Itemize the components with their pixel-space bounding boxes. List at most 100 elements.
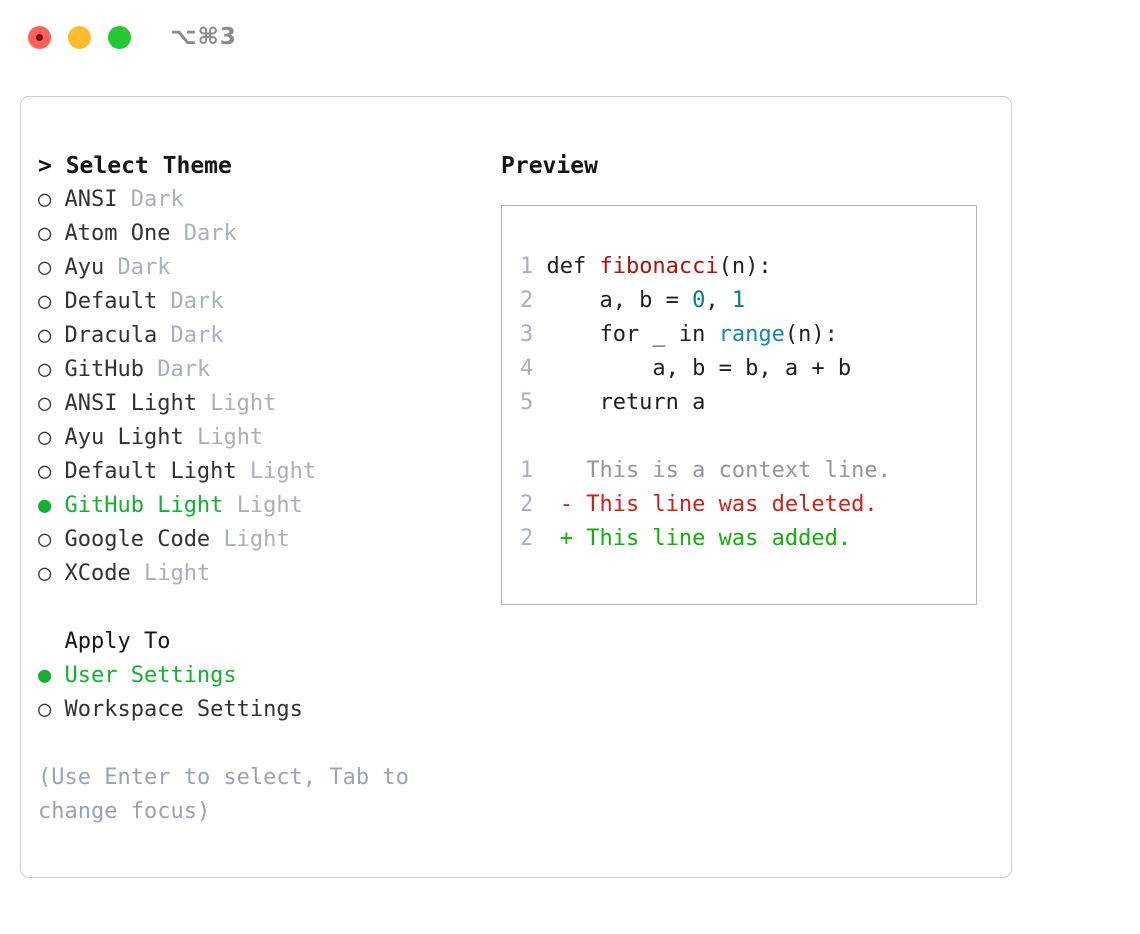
code-token: def — [546, 254, 600, 279]
code-token: 0 — [692, 288, 706, 313]
theme-mode-tag: Dark — [170, 289, 224, 314]
line-number: 1 — [520, 458, 534, 483]
diff-line: 2 + This line was added. — [502, 522, 976, 556]
keyboard-shortcut-label: ⌥⌘3 — [170, 24, 237, 50]
code-token: - This line was deleted. — [546, 492, 878, 517]
theme-option-row[interactable]: ○ XCode Light — [38, 557, 488, 591]
theme-option-row[interactable]: ○ Atom One Dark — [38, 217, 488, 251]
theme-selection-column: > Select Theme ○ ANSI Dark○ Atom One Dar… — [38, 149, 488, 829]
radio-unselected-icon: ○ — [38, 459, 52, 484]
apply-to-list[interactable]: ● User Settings○ Workspace Settings — [38, 659, 488, 727]
code-token: for _ in — [546, 322, 719, 347]
radio-unselected-icon: ○ — [38, 527, 52, 552]
theme-option-label: Atom One — [64, 221, 171, 246]
code-token: fibonacci — [599, 254, 719, 279]
maximize-window-button[interactable] — [108, 26, 131, 49]
theme-option-label: ANSI Light — [64, 391, 197, 416]
theme-option-row[interactable]: ○ ANSI Dark — [38, 183, 488, 217]
close-window-button[interactable] — [28, 26, 51, 49]
theme-option-label: Google Code — [64, 527, 211, 552]
code-token: range — [718, 322, 785, 347]
theme-option-label: Ayu Light — [64, 425, 184, 450]
theme-mode-tag: Light — [236, 493, 303, 518]
help-hint-text: (Use Enter to select, Tab to change focu… — [38, 765, 409, 824]
theme-option-row[interactable]: ○ ANSI Light Light — [38, 387, 488, 421]
line-number: 2 — [520, 288, 534, 313]
theme-mode-tag: Dark — [183, 221, 237, 246]
apply-to-option-label: Workspace Settings — [64, 697, 303, 722]
radio-unselected-icon: ○ — [38, 255, 52, 280]
apply-to-option-row[interactable]: ○ Workspace Settings — [38, 693, 488, 727]
theme-list[interactable]: ○ ANSI Dark○ Atom One Dark○ Ayu Dark○ De… — [38, 183, 488, 591]
code-token: + This line was added. — [546, 526, 852, 551]
code-token: , — [705, 288, 732, 313]
theme-option-label: Ayu — [64, 255, 105, 280]
line-number: 4 — [520, 356, 534, 381]
theme-option-row[interactable]: ○ Ayu Light Light — [38, 421, 488, 455]
theme-option-label: Default — [64, 289, 158, 314]
preview-header: Preview — [501, 153, 598, 179]
theme-option-label: Dracula — [64, 323, 158, 348]
radio-unselected-icon: ○ — [38, 187, 52, 212]
minimize-window-button[interactable] — [68, 26, 91, 49]
theme-mode-tag: Light — [249, 459, 317, 484]
theme-mode-tag: Light — [196, 425, 264, 450]
code-token: (n): — [718, 254, 772, 279]
theme-option-row[interactable]: ○ Ayu Dark — [38, 251, 488, 285]
theme-mode-tag: Dark — [170, 323, 224, 348]
radio-selected-icon: ● — [38, 493, 52, 518]
theme-mode-tag: Light — [143, 561, 211, 586]
apply-to-header: Apply To — [38, 629, 171, 654]
theme-mode-tag: Dark — [117, 255, 171, 280]
theme-mode-tag: Dark — [157, 357, 211, 382]
radio-unselected-icon: ○ — [38, 425, 52, 450]
code-token: 1 — [731, 288, 746, 313]
code-line: 5 return a — [502, 386, 976, 420]
theme-option-row[interactable]: ○ GitHub Dark — [38, 353, 488, 387]
radio-unselected-icon: ○ — [38, 357, 52, 382]
main-panel: > Select Theme ○ ANSI Dark○ Atom One Dar… — [20, 96, 1012, 878]
theme-option-label: GitHub — [64, 357, 144, 382]
line-number: 5 — [520, 390, 534, 415]
code-line: 2 a, b = 0, 1 — [502, 284, 976, 318]
line-number: 2 — [520, 492, 534, 517]
theme-option-label: GitHub Light — [64, 493, 224, 518]
line-number: 1 — [520, 254, 534, 279]
theme-option-row[interactable]: ○ Dracula Dark — [38, 319, 488, 353]
code-token: This is a context line. — [546, 458, 891, 483]
apply-to-option-row[interactable]: ● User Settings — [38, 659, 488, 693]
apply-to-option-label: User Settings — [64, 663, 237, 688]
diff-sample: 1 This is a context line.2 - This line w… — [502, 454, 976, 556]
diff-line: 1 This is a context line. — [502, 454, 976, 488]
code-line: 3 for _ in range(n): — [502, 318, 976, 352]
theme-option-row[interactable]: ○ Google Code Light — [38, 523, 488, 557]
title-bar: ⌥⌘3 — [0, 0, 1140, 76]
theme-option-row[interactable]: ○ Default Light Light — [38, 455, 488, 489]
diff-line: 2 - This line was deleted. — [502, 488, 976, 522]
theme-option-row[interactable]: ● GitHub Light Light — [38, 489, 488, 523]
theme-option-label: Default Light — [64, 459, 237, 484]
theme-option-label: XCode — [64, 561, 131, 586]
radio-unselected-icon: ○ — [38, 391, 52, 416]
theme-option-label: ANSI — [64, 187, 118, 212]
code-token: a, b = b, a + b — [546, 356, 852, 381]
radio-selected-icon: ● — [38, 663, 52, 688]
radio-unselected-icon: ○ — [38, 289, 52, 314]
code-line: 1 def fibonacci(n): — [502, 250, 976, 284]
theme-option-row[interactable]: ○ Default Dark — [38, 285, 488, 319]
code-token: return a — [546, 390, 706, 415]
line-number: 2 — [520, 526, 534, 551]
traffic-light-buttons — [28, 26, 131, 49]
radio-unselected-icon: ○ — [38, 697, 52, 722]
code-token: (n): — [784, 322, 838, 347]
line-number: 3 — [520, 322, 534, 347]
radio-unselected-icon: ○ — [38, 561, 52, 586]
theme-mode-tag: Dark — [130, 187, 184, 212]
select-theme-header: > Select Theme — [38, 153, 232, 179]
code-line: 4 a, b = b, a + b — [502, 352, 976, 386]
theme-mode-tag: Light — [223, 527, 290, 552]
